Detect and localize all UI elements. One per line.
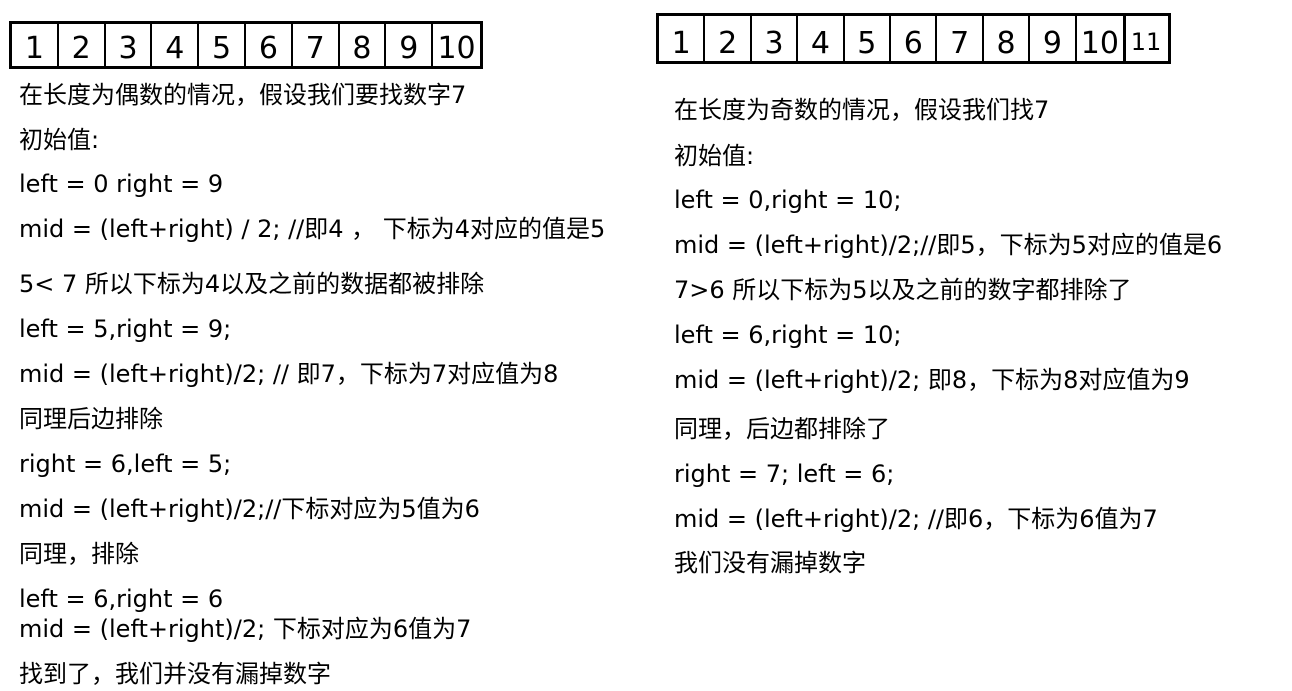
right-line: left = 6,right = 10; — [674, 321, 902, 349]
array-cell: 10 — [437, 31, 476, 66]
array-cell: 1 — [659, 16, 706, 61]
left-array-boxes: 1 2 3 4 5 6 7 8 9 10 — [9, 21, 483, 69]
left-line: 初始值: — [19, 126, 100, 154]
array-cell: 4 — [798, 16, 845, 61]
array-cell: 2 — [59, 24, 106, 66]
right-array-boxes: 1 2 3 4 5 6 7 8 9 10 — [656, 13, 1126, 64]
array-cell: 9 — [386, 24, 434, 66]
array-cell-extra: 11 — [1124, 13, 1171, 64]
left-line: 找到了，我们并没有漏掉数字 — [19, 660, 331, 688]
right-line: 在长度为奇数的情况，假设我们找7 — [674, 96, 1050, 124]
array-cell: 3 — [752, 16, 799, 61]
right-line: 我们没有漏掉数字 — [674, 549, 866, 577]
array-cell: 1 — [12, 24, 59, 66]
left-line: mid = (left+right)/2;//下标对应为5值为6 — [19, 495, 480, 523]
array-cell: 9 — [1030, 16, 1077, 61]
array-cell: 6 — [246, 24, 293, 66]
left-line: left = 6,right = 6 — [19, 585, 224, 613]
left-line: 5< 7 所以下标为4以及之前的数据都被排除 — [19, 270, 485, 298]
left-line: left = 0 right = 9 — [19, 170, 224, 198]
right-line: 初始值: — [674, 142, 755, 170]
right-line: left = 0,right = 10; — [674, 186, 902, 214]
array-cell: 5 — [199, 24, 246, 66]
right-line: 7>6 所以下标为5以及之前的数字都排除了 — [674, 276, 1132, 304]
left-line: mid = (left+right) / 2; //即4 ， 下标为4对应的值是… — [19, 215, 606, 243]
left-line: mid = (left+right)/2; // 即7，下标为7对应值为8 — [19, 360, 559, 388]
left-line: left = 5,right = 9; — [19, 315, 232, 343]
array-cell: 10 — [1080, 26, 1119, 61]
array-cell: 8 — [340, 24, 387, 66]
array-cell: 5 — [845, 16, 892, 61]
array-cell: 4 — [152, 24, 200, 66]
array-cell: 7 — [293, 24, 340, 66]
right-line: mid = (left+right)/2;//即5，下标为5对应的值是6 — [674, 231, 1223, 259]
right-line: right = 7; left = 6; — [674, 460, 895, 488]
right-line: mid = (left+right)/2; //即6，下标为6值为7 — [674, 505, 1158, 533]
array-cell: 2 — [705, 16, 752, 61]
left-line: 同理，排除 — [19, 540, 139, 568]
left-line: 同理后边排除 — [19, 405, 163, 433]
left-line: 在长度为偶数的情况，假设我们要找数字7 — [19, 81, 467, 109]
array-cell: 7 — [937, 16, 984, 61]
array-cell: 6 — [891, 16, 938, 61]
left-line: right = 6,left = 5; — [19, 450, 232, 478]
right-line: mid = (left+right)/2; 即8，下标为8对应值为9 — [674, 366, 1190, 394]
array-cell: 3 — [106, 24, 153, 66]
right-line: 同理，后边都排除了 — [674, 415, 890, 443]
array-cell: 8 — [984, 16, 1031, 61]
left-line: mid = (left+right)/2; 下标对应为6值为7 — [19, 615, 472, 643]
